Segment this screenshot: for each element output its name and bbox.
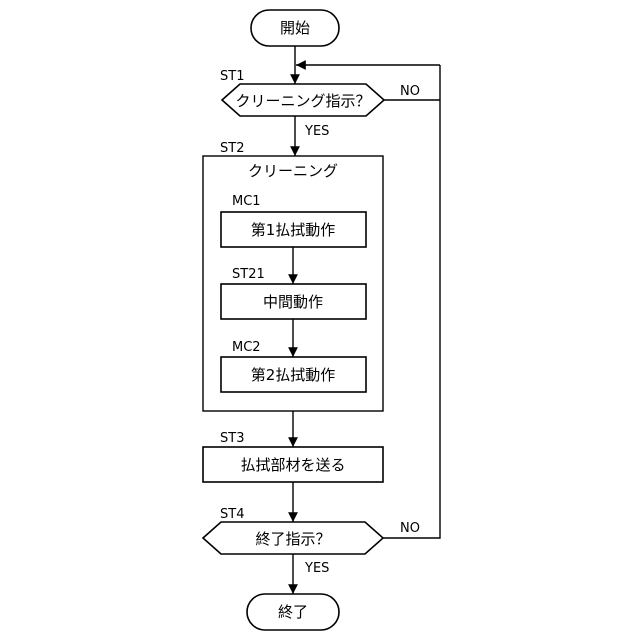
end-label: 終了: [278, 603, 308, 621]
step-label-st3: ST3: [220, 431, 244, 446]
st4-decision-text: 終了指示？: [255, 530, 330, 548]
st3-text: 払拭部材を送る: [240, 456, 345, 474]
st1-no-label: NO: [400, 84, 420, 99]
st2-title: クリーニング: [248, 162, 338, 180]
st4-no-loop-line: [383, 65, 440, 538]
mc2-text: 第2払拭動作: [251, 366, 336, 384]
start-label: 開始: [280, 19, 310, 37]
step-label-st21: ST21: [232, 267, 265, 282]
step-label-mc1: MC1: [232, 194, 261, 209]
step-label-st1: ST1: [220, 69, 244, 84]
mc1-text: 第1払拭動作: [251, 221, 336, 239]
st21-text: 中間動作: [263, 293, 323, 311]
st4-yes-label: YES: [304, 561, 329, 576]
st1-yes-label: YES: [304, 124, 329, 139]
step-label-mc2: MC2: [232, 340, 261, 355]
st1-decision-text: クリーニング指示？: [235, 92, 370, 110]
step-label-st2: ST2: [220, 141, 244, 156]
st4-no-label: NO: [400, 521, 420, 536]
step-label-st4: ST4: [220, 507, 244, 522]
